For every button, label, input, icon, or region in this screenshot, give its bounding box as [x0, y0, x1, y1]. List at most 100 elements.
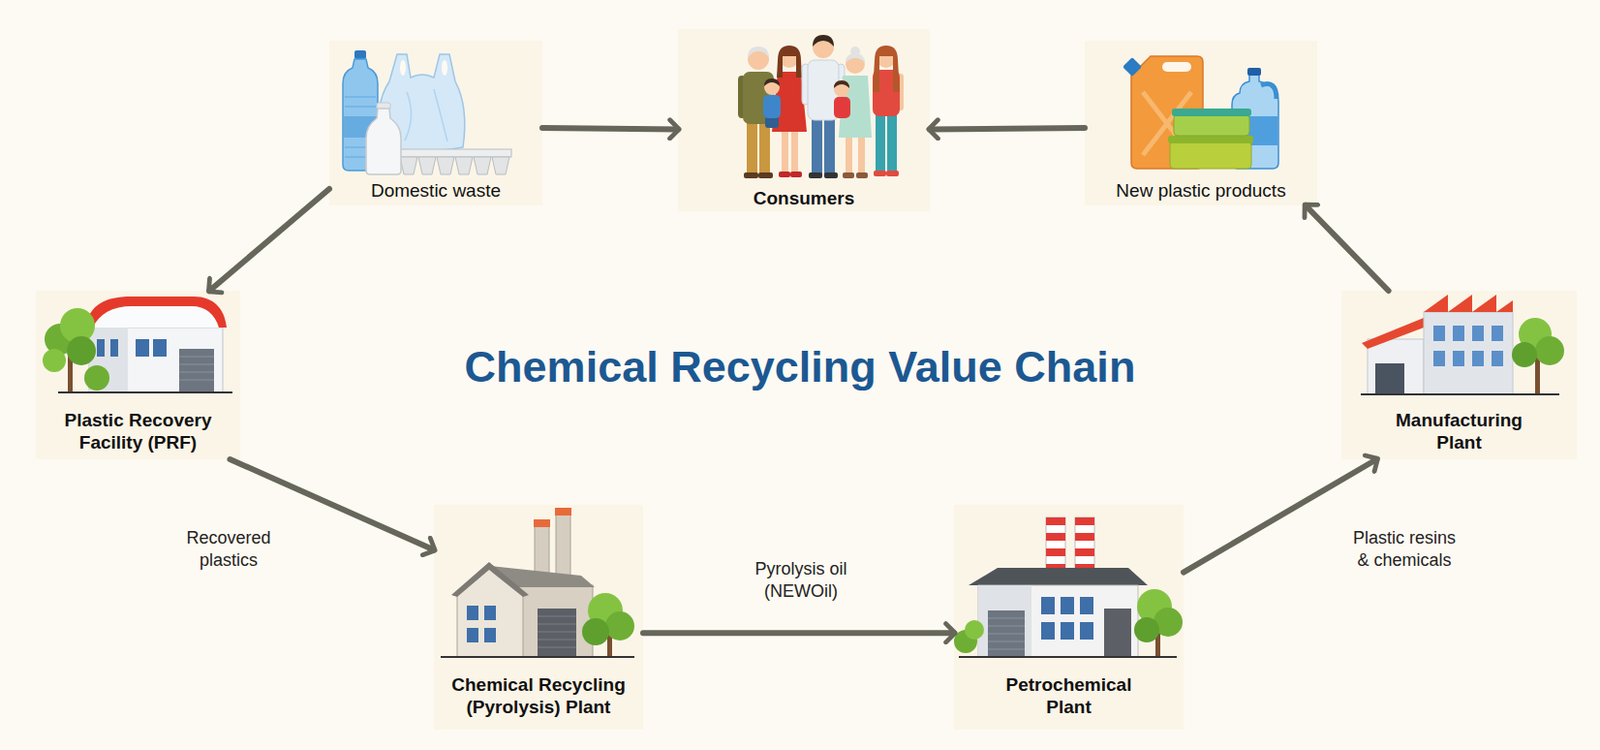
petrochemical-plant-illustration-part	[1060, 621, 1075, 640]
family-illustration-part	[743, 172, 759, 179]
family-illustration-part	[824, 116, 835, 175]
petrochemical-plant-illustration-part	[1046, 517, 1066, 525]
family-illustration-part	[764, 79, 780, 95]
stage-box: New plastic products	[1084, 40, 1318, 206]
family-illustration	[738, 34, 904, 179]
family-illustration-part	[875, 112, 886, 173]
flow-label: Recovered plastics	[180, 526, 277, 571]
family-illustration-part	[836, 63, 845, 105]
stage-label: Plastic Recovery Facility (PRF)	[53, 408, 223, 454]
flow-arrow	[209, 188, 330, 291]
family-illustration-part	[833, 96, 851, 119]
waste-illustration-part	[377, 54, 464, 152]
pyrolysis-plant-illustration	[440, 507, 635, 657]
products-illustration-part	[1261, 84, 1277, 99]
family-illustration-part	[842, 172, 855, 179]
family-illustration-part	[778, 171, 791, 178]
family-illustration-part	[808, 172, 823, 179]
manufacturing-plant-illustration-part	[1360, 393, 1560, 396]
petrochemical-plant-illustration-part	[1075, 563, 1095, 572]
manufacturing-plant-illustration-part	[1472, 325, 1484, 341]
pyrolysis-plant-illustration-part	[534, 524, 550, 593]
flow-arrow	[1305, 205, 1389, 291]
stage-label: Manufacturing Plant	[1386, 408, 1533, 454]
petrochemical-plant-illustration-part	[1046, 517, 1066, 576]
pyrolysis-plant-illustration-part	[484, 627, 496, 643]
petrochemical-plant-illustration-part	[1075, 517, 1095, 576]
manufacturing-plant-illustration-part	[1423, 311, 1513, 395]
waste-illustration-part	[366, 108, 401, 175]
pyrolysis-plant-illustration-part	[466, 605, 479, 620]
flow-arrow	[1183, 459, 1377, 573]
petrochemical-plant-illustration-part	[1155, 619, 1161, 657]
manufacturing-plant-illustration-part	[1472, 350, 1484, 367]
pyrolysis-plant-illustration-part	[457, 565, 524, 657]
stage-label: New plastic products	[1115, 179, 1286, 202]
manufacturing-plant-illustration-part	[1367, 338, 1424, 395]
products-illustration-part	[1173, 114, 1250, 136]
recovery-facility-illustration-part	[42, 348, 66, 372]
petrochemical-plant-illustration-part	[987, 610, 1025, 657]
manufacturing-plant-illustration-part	[1423, 294, 1513, 312]
waste-illustration-part	[400, 156, 510, 175]
manufacturing-plant-illustration-part	[1491, 325, 1504, 341]
family-illustration-part	[845, 54, 865, 74]
manufacturing-plant-illustration-part	[1535, 336, 1565, 366]
petrochemical-plant-illustration-part	[1041, 621, 1055, 640]
recovery-facility-illustration-part	[85, 296, 227, 328]
family-illustration-part	[771, 71, 807, 132]
diagram-title: Chemical Recycling Value Chain	[0, 340, 1600, 394]
products-illustration	[1122, 56, 1279, 169]
recovery-facility-illustration-part	[60, 307, 95, 343]
recovery-facility-illustration-part	[179, 356, 215, 380]
family-illustration-part	[758, 172, 773, 179]
family-illustration-part	[858, 135, 865, 175]
stage-label: Consumers	[753, 186, 856, 210]
pyrolysis-plant-illustration-part	[440, 655, 635, 658]
petrochemical-plant-illustration-part	[964, 619, 985, 640]
stage-label: Domestic waste	[370, 179, 501, 202]
petrochemical-plant-illustration-part	[1075, 532, 1095, 541]
family-illustration-part	[807, 60, 839, 121]
family-illustration-part	[887, 112, 897, 173]
family-illustration-part	[811, 116, 823, 175]
petrochemical-plant-illustration-part	[1046, 532, 1066, 541]
waste-illustration-part	[354, 50, 367, 60]
petrochemical-plant-illustration-part	[1137, 588, 1172, 624]
manufacturing-plant-illustration-part	[1452, 325, 1465, 341]
family-illustration-part	[833, 80, 850, 89]
pyrolysis-plant-illustration-part	[537, 608, 577, 657]
waste-illustration-part	[376, 102, 391, 110]
recovery-facility-illustration-part	[110, 338, 119, 357]
stage-label: Chemical Recycling (Pyrolysis) Plant	[441, 673, 636, 718]
family-illustration-part	[738, 75, 746, 119]
flow-label: Plastic resins & chemicals	[1346, 526, 1463, 571]
petrochemical-plant-illustration-part	[953, 629, 978, 653]
products-illustration-part	[1162, 61, 1192, 72]
petrochemical-plant-illustration-part	[1104, 608, 1132, 657]
family-illustration-part	[876, 48, 896, 68]
petrochemical-plant-illustration-part	[1075, 517, 1095, 525]
waste-illustration-part	[344, 96, 376, 157]
waste-illustration	[342, 50, 512, 175]
manufacturing-plant-illustration-part	[1361, 317, 1424, 349]
petrochemical-plant-illustration-part	[1079, 621, 1094, 640]
recovery-facility-illustration-part	[66, 336, 96, 366]
products-illustration-part	[1169, 141, 1252, 169]
manufacturing-plant-illustration	[1360, 294, 1565, 395]
recovery-facility-illustration-part	[135, 338, 150, 357]
petrochemical-plant-illustration-part	[1134, 616, 1160, 643]
pyrolysis-plant-illustration-part	[582, 617, 610, 646]
petrochemical-plant-illustration-part	[978, 584, 1139, 657]
recovery-facility-illustration-part	[44, 323, 76, 355]
family-illustration-part	[896, 73, 904, 111]
manufacturing-plant-illustration-part	[1433, 325, 1446, 341]
products-illustration-part	[1247, 67, 1262, 76]
pyrolysis-plant-illustration-part	[554, 507, 572, 516]
recovery-facility-illustration-part	[89, 327, 128, 393]
waste-illustration-part	[343, 116, 377, 138]
products-illustration-part	[1171, 108, 1252, 117]
stage-box: Domestic waste	[329, 40, 543, 206]
